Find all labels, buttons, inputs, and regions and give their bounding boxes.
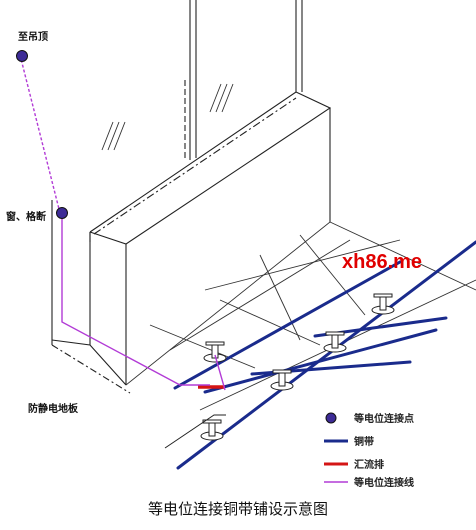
connection-points xyxy=(16,50,68,219)
pedestal-support xyxy=(203,341,227,363)
copper-strip xyxy=(176,240,476,470)
ceiling-point-icon xyxy=(16,50,28,62)
copper-strip xyxy=(173,260,402,390)
pedestal-support xyxy=(323,331,347,353)
copper-strip xyxy=(203,328,438,394)
bonding-lines xyxy=(19,54,226,391)
pedestal-support xyxy=(270,369,294,391)
pedestal-support xyxy=(371,293,395,315)
legend-busbar-label: 汇流排 xyxy=(354,458,384,471)
legend-point-icon xyxy=(325,412,337,424)
glass-hatch xyxy=(101,83,234,151)
floor-edge xyxy=(164,414,226,449)
legend-strip-label: 铜带 xyxy=(354,435,374,448)
wall-structure xyxy=(51,0,332,394)
label-window: 窗、格断 xyxy=(6,210,46,223)
floor-grid xyxy=(125,221,476,411)
legend-point-label: 等电位连接点 xyxy=(354,412,414,425)
diagram-caption: 等电位连接铜带铺设示意图 xyxy=(148,500,328,518)
label-floor: 防静电地板 xyxy=(28,402,79,415)
legend: 等电位连接点 铜带 汇流排 等电位连接线 xyxy=(324,412,414,489)
pedestal-support xyxy=(200,419,224,441)
watermark: xh86.me xyxy=(342,251,422,273)
pedestals xyxy=(200,293,395,441)
label-ceiling: 至吊顶 xyxy=(18,31,48,43)
legend-line-label: 等电位连接线 xyxy=(354,476,414,489)
window-point-icon xyxy=(56,207,68,219)
